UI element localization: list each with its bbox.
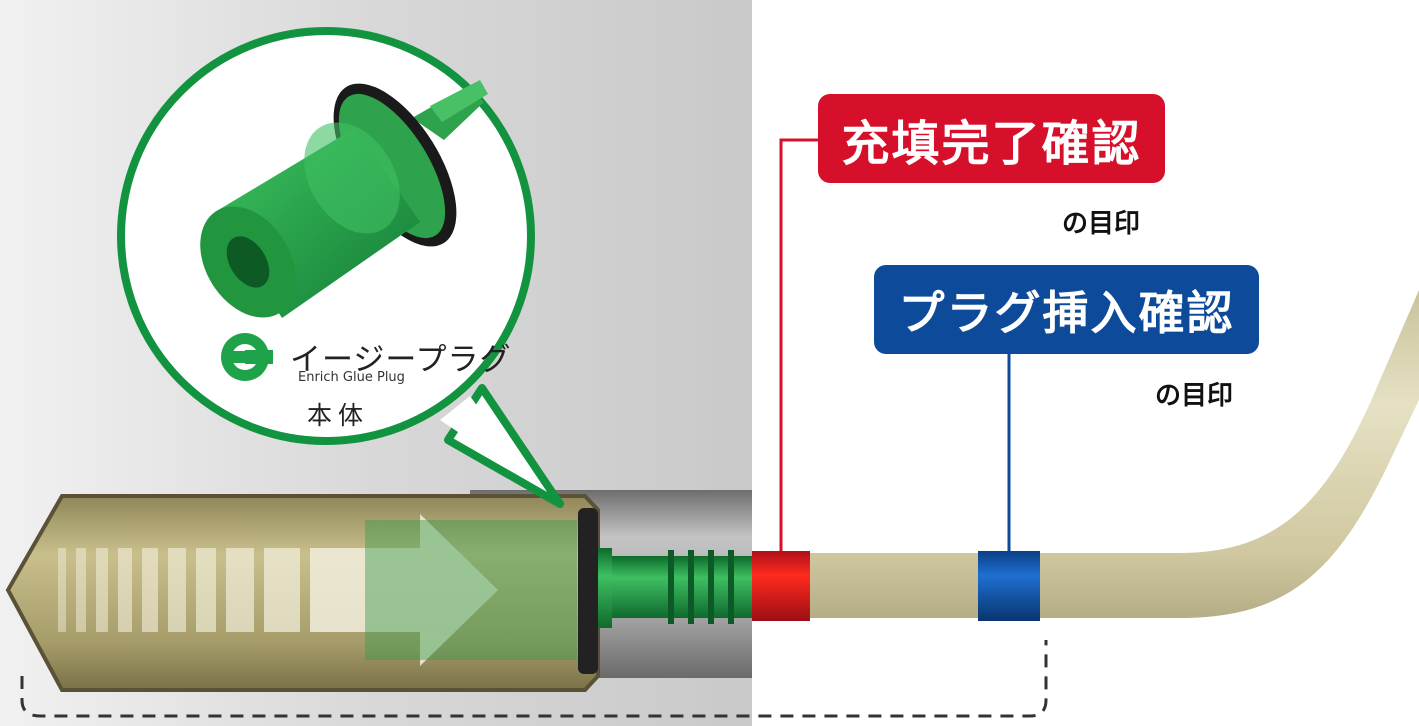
fill-check-subtext: の目印: [1062, 209, 1141, 239]
plug-product-image: [200, 80, 488, 318]
brand-subtitle: Enrich Glue Plug: [298, 370, 405, 385]
fill-check-text: 充填完了確認: [841, 115, 1142, 172]
fill-check-leader: [779, 138, 818, 551]
dashed-bracket: [20, 640, 1048, 718]
plug-inside-anchor: [365, 520, 577, 660]
insert-direction-arrow: [58, 514, 498, 666]
easy-plug-logo-icon: [221, 333, 273, 381]
plug-flange: [598, 548, 612, 628]
insert-check-subtext: の目印: [1155, 381, 1234, 411]
plug-ribs: [668, 550, 734, 624]
fill-check-marker: [752, 551, 810, 621]
callout-pointer-fill: [440, 396, 530, 480]
brand-name: イージープラグ: [290, 342, 512, 378]
insert-check-text: プラグ挿入確認: [898, 285, 1235, 340]
anchor-end-cap: [578, 508, 598, 674]
injection-tube: [752, 290, 1419, 618]
fill-check-label: 充填完了確認: [818, 94, 1165, 183]
insert-check-label: プラグ挿入確認: [874, 265, 1259, 354]
part-label: 本体: [307, 401, 370, 430]
insert-check-marker: [978, 551, 1040, 621]
